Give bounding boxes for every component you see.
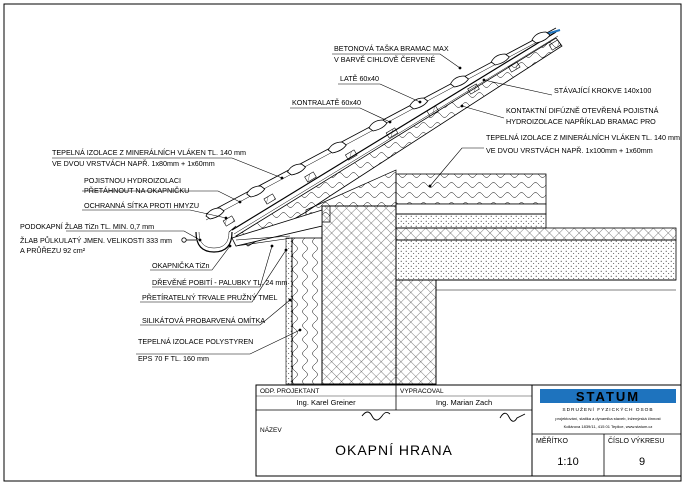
batten bbox=[345, 149, 358, 161]
drawing-title: OKAPNÍ HRANA bbox=[335, 442, 453, 458]
label-insect-grid: OCHRANNÁ SÍTKA PROTI HMYZU bbox=[84, 201, 199, 210]
facade-render bbox=[285, 237, 293, 385]
slope-insulation bbox=[235, 37, 563, 247]
label-insulation-right-1: TEPELNÁ IZOLACE Z MINERÁLNÍCH VLÁKEN TL.… bbox=[486, 133, 680, 142]
sheet-frame bbox=[3, 3, 682, 482]
tile-lap bbox=[205, 207, 225, 220]
gutter bbox=[181, 225, 237, 253]
signature-author bbox=[499, 412, 526, 422]
ceiling-insulation bbox=[395, 173, 677, 281]
company-line-2: Kollárova 1839/11, 415 01 Teplice, www.s… bbox=[564, 424, 653, 429]
tile-lap bbox=[531, 31, 551, 44]
value-scale: 1:10 bbox=[557, 456, 578, 468]
value-sheet: 9 bbox=[639, 456, 645, 468]
batten bbox=[467, 83, 480, 95]
company-logo: STATUM bbox=[576, 389, 640, 404]
eps-insulation bbox=[291, 237, 323, 385]
batten bbox=[426, 105, 439, 117]
label-eps-1: TEPELNÁ IZOLACE POLYSTYREN bbox=[138, 337, 253, 346]
label-author: VYPRACOVAL bbox=[400, 388, 444, 395]
tile-lap bbox=[327, 141, 347, 154]
signature-responsible bbox=[361, 411, 391, 421]
label-boarding: DŘEVĚNÉ POBITÍ - PALUBKY TL. 24 mm bbox=[152, 278, 287, 287]
batten bbox=[548, 39, 562, 51]
company-subtitle: SDRUŽENÍ FYZICKÝCH OSOB bbox=[562, 405, 653, 413]
annotations: BETONOVÁ TAŠKA BRAMAC MAX V BARVĚ CIHLOV… bbox=[20, 44, 680, 363]
label-roof-tile-1: BETONOVÁ TAŠKA BRAMAC MAX bbox=[334, 44, 449, 53]
label-render: SILIKÁTOVÁ PROBARVENÁ OMÍTKA bbox=[142, 316, 265, 325]
value-responsible: Ing. Karel Greiner bbox=[296, 398, 356, 407]
tile-lap bbox=[409, 97, 429, 110]
label-membrane-edge-1: POJISTNOU HYDROIZOLACI bbox=[84, 176, 181, 185]
label-membrane-2: HYDROIZOLACE NAPŘÍKLAD BRAMAC PRO bbox=[506, 117, 656, 126]
title-block-texts: ODP. PROJEKTANT Ing. Karel Greiner VYPRA… bbox=[260, 388, 664, 468]
batten bbox=[263, 193, 276, 205]
tile-lap bbox=[286, 163, 307, 176]
label-membrane-edge-2: PŘETÁHNOUT NA OKAPNIČKU bbox=[84, 186, 189, 195]
label-sheet: ČÍSLO VÝKRESU bbox=[608, 436, 664, 445]
label-membrane-1: KONTAKTNÍ DIFÚZNĚ OTEVŘENÁ POJISTNÁ bbox=[506, 106, 659, 115]
label-batten: LATĚ 60x40 bbox=[340, 74, 379, 83]
batten bbox=[304, 171, 317, 183]
batten bbox=[385, 127, 399, 139]
roof-tiles bbox=[205, 31, 562, 227]
leader-lines bbox=[52, 53, 553, 355]
label-scale: MĚŘÍTKO bbox=[536, 436, 568, 445]
tile-lap bbox=[449, 75, 470, 88]
company-logo-block: STATUM SDRUŽENÍ FYZICKÝCH OSOB projektov… bbox=[540, 389, 676, 429]
label-rafter: STÁVAJÍCÍ KROKVE 140x100 bbox=[554, 86, 651, 95]
company-line-1: projektování, statika a dynamika staveb,… bbox=[555, 416, 661, 421]
label-counter-batten: KONTRALATĚ 60x40 bbox=[292, 98, 361, 107]
batten bbox=[222, 215, 236, 227]
value-author: Ing. Marian Zach bbox=[436, 398, 492, 407]
label-insulation-left-1: TEPELNÁ IZOLACE Z MINERÁLNÍCH VLÁKEN TL.… bbox=[52, 148, 246, 157]
batten bbox=[508, 61, 521, 73]
title-block bbox=[255, 384, 682, 477]
label-gutter-3: A PRŮŘEZU 92 cm² bbox=[20, 246, 86, 255]
company-logo-bar bbox=[540, 389, 676, 403]
leader-arrowheads bbox=[198, 66, 486, 332]
label-insulation-left-2: VE DVOU VRSTVÁCH NAPŘ. 1x80mm + 1x60mm bbox=[52, 159, 215, 168]
label-drip-edge: OKAPNIČKA TiZn bbox=[152, 261, 210, 270]
label-insulation-right-2: VE DVOU VRSTVÁCH NAPŘ. 1x100mm + 1x60mm bbox=[486, 146, 653, 155]
label-responsible: ODP. PROJEKTANT bbox=[260, 388, 319, 395]
tile-lap bbox=[368, 119, 388, 132]
label-gutter-1: PODOKAPNÍ ŽLAB TiZn TL. MIN. 0,7 mm bbox=[20, 222, 154, 231]
tile-lap bbox=[246, 185, 266, 198]
masonry-wall bbox=[321, 205, 676, 385]
timber-boarding bbox=[231, 209, 323, 247]
label-gutter-2: ŽLAB PŮLKULATÝ JMEN. VELIKOSTI 333 mm bbox=[20, 236, 172, 245]
label-roof-tile-2: V BARVĚ CIHLOVĚ ČERVENÉ bbox=[334, 55, 435, 64]
label-name: NÁZEV bbox=[260, 425, 282, 434]
label-eps-2: EPS 70 F TL. 160 mm bbox=[138, 354, 209, 363]
tile-lap bbox=[490, 53, 510, 66]
label-sealant: PŘETÍRATELNÝ TRVALE PRUŽNÝ TMEL bbox=[142, 293, 278, 302]
